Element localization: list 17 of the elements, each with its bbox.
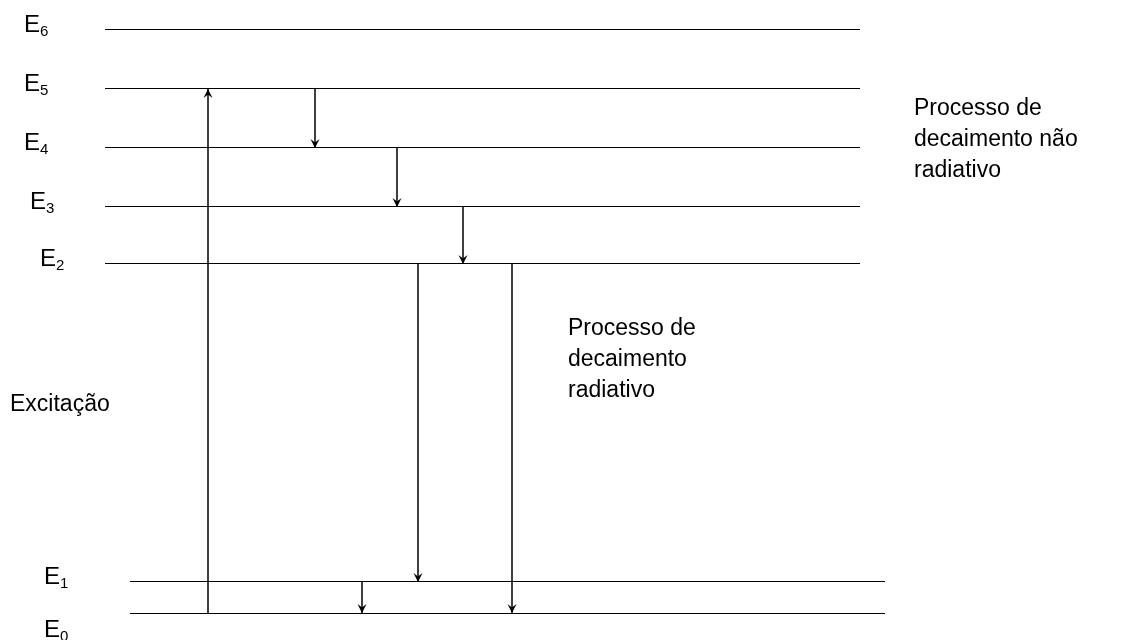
annotation-text: Excitação	[10, 389, 111, 418]
energy-level-label: E$_{0}$	[44, 617, 69, 640]
arrow	[357, 581, 367, 614]
arrow	[392, 147, 402, 208]
arrow	[310, 88, 320, 149]
arrow	[203, 88, 213, 614]
annotation-text: Processo de decaimento radiativo	[568, 313, 697, 404]
energy-level-label: E$_{1}$	[44, 564, 69, 588]
arrow	[507, 263, 517, 614]
energy-level-label: E$_{2}$	[40, 246, 65, 270]
energy-level-label: E$_{3}$	[30, 189, 55, 213]
arrow	[458, 206, 468, 265]
energy-level-label: E$_{4}$	[24, 130, 49, 154]
energy-level-label: E$_{6}$	[24, 12, 49, 36]
annotation-text: Processo de decaimento não radiativo	[914, 93, 1079, 184]
energy-level-label: E$_{5}$	[24, 71, 49, 95]
arrow	[413, 263, 423, 583]
